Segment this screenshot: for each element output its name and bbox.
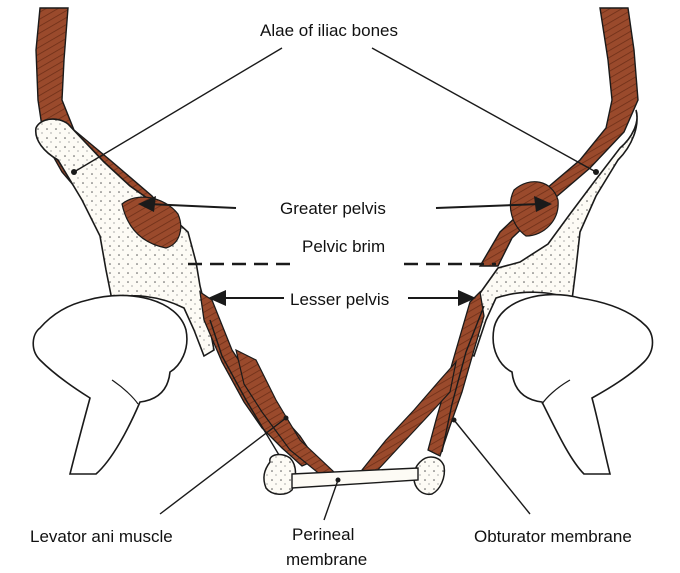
label-levator-ani-muscle: Levator ani muscle: [30, 527, 173, 546]
obturator-leader: [454, 420, 530, 514]
label-alae-of-iliac-bones: Alae of iliac bones: [260, 21, 398, 40]
perineal-membrane: [292, 468, 418, 488]
label-obturator-membrane: Obturator membrane: [474, 527, 632, 546]
alae-leader-right: [372, 48, 596, 172]
right-femur: [493, 295, 652, 474]
alae-leader-left-dot: [71, 169, 77, 175]
label-greater-pelvis: Greater pelvis: [280, 199, 386, 218]
alae-leader-left: [74, 48, 282, 172]
right-iliacus-bulge: [510, 182, 558, 236]
label-perineal: Perineal: [292, 525, 354, 544]
perineal-leader-dot: [336, 478, 341, 483]
left-ischial-tuberosity: [264, 455, 296, 495]
label-lesser-pelvis: Lesser pelvis: [290, 290, 389, 309]
levator-ani-leader-dot: [284, 416, 289, 421]
obturator-leader-dot: [452, 418, 457, 423]
label-membrane: membrane: [286, 550, 367, 569]
right-pelvic-wall-muscle: [428, 292, 484, 456]
alae-leader-right-dot: [593, 169, 599, 175]
left-femur: [33, 295, 187, 474]
right-iliac-muscle-band: [480, 8, 638, 266]
label-pelvic-brim: Pelvic brim: [302, 237, 385, 256]
